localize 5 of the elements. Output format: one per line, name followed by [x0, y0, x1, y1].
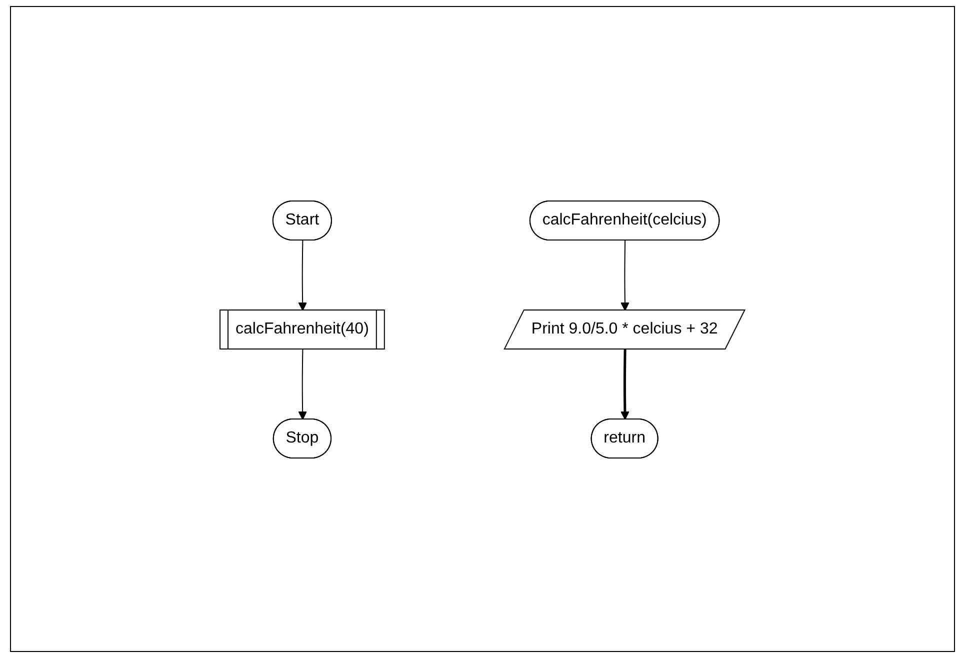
arrow [298, 240, 308, 310]
arrow [620, 348, 630, 420]
diagram-frame: Start calcFahrenheit(40) Stop calcFahrenheit(celcius) Print 9.0/5.0 * celcius + 32 return [10, 6, 955, 652]
arrow [620, 240, 630, 310]
arrow [298, 348, 308, 420]
